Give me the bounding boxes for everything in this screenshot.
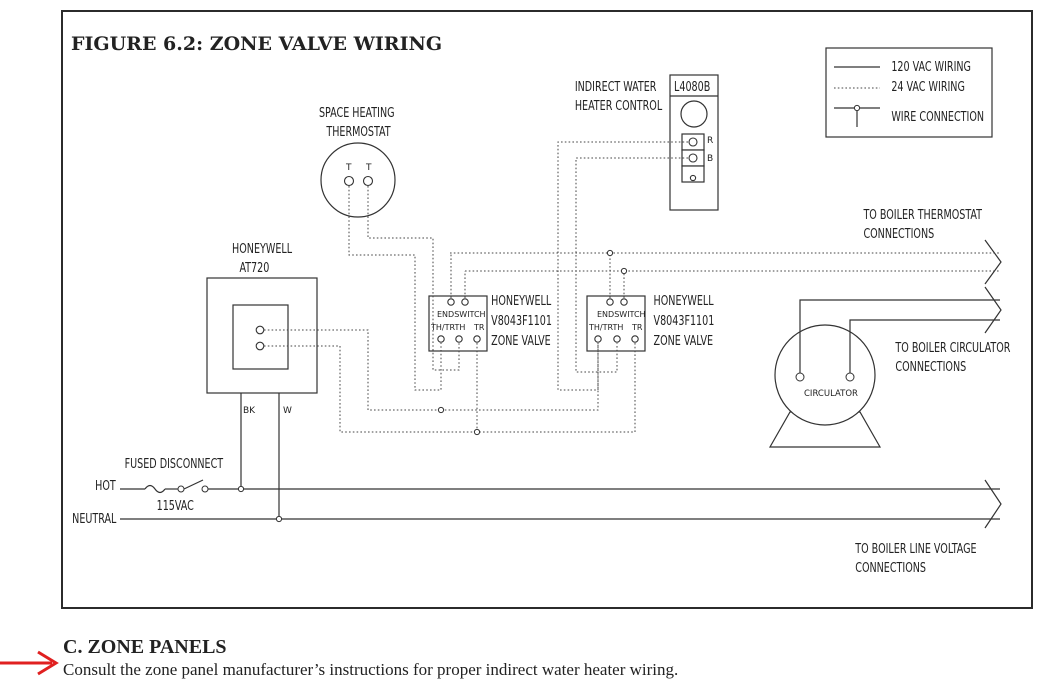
boiler-thermostat-label-1: TO BOILER THERMOSTAT [863, 207, 983, 222]
at720-bk-label: BK [243, 406, 256, 416]
terminal-screw-icon [255, 325, 265, 335]
valve1-tr-label: TR [473, 323, 485, 332]
thermostat-terminal-t2-label: T [365, 163, 372, 173]
wire-connection-symbol [853, 104, 861, 112]
at720-label-2: AT720 [239, 260, 269, 275]
valve2-endswitch-label: ENDSWITCH [597, 310, 646, 319]
terminal-screw-icon [845, 372, 855, 382]
terminal-screw-icon [362, 175, 374, 187]
zone-valve-1: ENDSWITCH TH/TRTH TR HONEYWELL V8043F110… [428, 293, 552, 352]
valve1-label-1: HONEYWELL [491, 293, 551, 308]
valve1-label-3: ZONE VALVE [491, 333, 551, 348]
figure-title: FIGURE 6.2: ZONE VALVE WIRING [71, 33, 442, 55]
boiler-thermostat-connections: TO BOILER THERMOSTAT CONNECTIONS [450, 207, 1002, 285]
indirect-label-1: INDIRECT WATER [575, 79, 657, 94]
legend: 120 VAC WIRING 24 VAC WIRING WIRE CONNEC… [825, 47, 993, 138]
line-voltage-label-2: CONNECTIONS [855, 560, 926, 575]
boiler-thermostat-label-2: CONNECTIONS [863, 226, 934, 241]
circulator-label: CIRCULATOR [804, 389, 858, 399]
terminal-screw-icon [594, 335, 602, 343]
fused-disconnect-label: FUSED DISCONNECT [125, 456, 224, 471]
line-voltage: FUSED DISCONNECT HOT NEUTRAL 115VAC TO B… [72, 393, 1002, 575]
valve2-label-3: ZONE VALVE [654, 333, 714, 348]
space-heating-thermostat: SPACE HEATING THERMOSTAT T T [319, 105, 396, 218]
zone-valve-wiring-diagram: FIGURE 6.2: ZONE VALVE WIRING 120 VAC WI… [61, 10, 1033, 609]
terminal-screw-icon [473, 335, 481, 343]
legend-24vac: 24 VAC WIRING [891, 79, 965, 94]
thermostat-label-2: THERMOSTAT [325, 124, 391, 139]
wire-junction [437, 406, 445, 414]
valve1-endswitch-label: ENDSWITCH [437, 310, 486, 319]
terminal-screw-icon [255, 341, 265, 351]
valve2-label-1: HONEYWELL [654, 293, 714, 308]
honeywell-at720-transformer: HONEYWELL AT720 BK W [206, 241, 318, 416]
figure-frame [61, 10, 1033, 609]
thermostat-terminal-t1-label: T [345, 163, 352, 173]
valve2-thtr-label: TH/TRTH [588, 323, 623, 332]
terminal-screw-icon [620, 298, 628, 306]
terminal-screw-icon [688, 137, 698, 147]
wire-junction [620, 267, 628, 275]
indirect-water-heater-control: INDIRECT WATER HEATER CONTROL L4080B R B [575, 74, 719, 211]
indirect-label-2: HEATER CONTROL [575, 98, 662, 113]
boiler-circulator-label-2: CONNECTIONS [895, 359, 966, 374]
valve2-label-2: V8043F1101 [654, 313, 715, 328]
red-arrow-icon [0, 650, 59, 676]
zone-valve-2: ENDSWITCH TH/TRTH TR HONEYWELL V8043F110… [586, 293, 715, 352]
arrowhead-icon [984, 286, 1002, 334]
terminal-screw-icon [795, 372, 805, 382]
legend-wire-connection: WIRE CONNECTION [891, 109, 984, 124]
at720-w-label: W [283, 406, 292, 416]
terminal-screw-icon [613, 335, 621, 343]
terminal-screw-icon [631, 335, 639, 343]
fuse-icon [144, 484, 166, 494]
terminal-screw-icon [461, 298, 469, 306]
valve1-label-2: V8043F1101 [491, 313, 552, 328]
wire-junction [473, 428, 481, 436]
thermostat-label-1: SPACE HEATING [319, 105, 395, 120]
switch-icon [183, 479, 204, 490]
terminal-screw-icon [606, 298, 614, 306]
circulator-pump: CIRCULATOR TO BOILER CIRCULATOR CONNECTI… [768, 286, 1011, 448]
wire-junction [606, 249, 614, 257]
indirect-terminal-r: R [707, 136, 713, 146]
terminal-screw-icon [688, 153, 698, 163]
legend-120vac: 120 VAC WIRING [891, 59, 971, 74]
terminal-screw-icon [455, 335, 463, 343]
indirect-terminal-b: B [707, 154, 713, 164]
section-body: Consult the zone panel manufacturer’s in… [63, 660, 679, 679]
terminal-screw-icon [437, 335, 445, 343]
arrowhead-icon [984, 239, 1002, 285]
indirect-model-label: L4080B [674, 79, 710, 94]
terminal-screw-icon [343, 175, 355, 187]
hot-label: HOT [95, 478, 116, 493]
boiler-circulator-label-1: TO BOILER CIRCULATOR [895, 340, 1011, 355]
terminal-screw-icon [689, 174, 697, 182]
terminal-screw-icon [447, 298, 455, 306]
valve2-tr-label: TR [631, 323, 643, 332]
at720-label-1: HONEYWELL [232, 241, 292, 256]
neutral-label: NEUTRAL [72, 511, 116, 526]
voltage-label: 115VAC [157, 498, 194, 513]
line-voltage-label-1: TO BOILER LINE VOLTAGE [854, 541, 976, 556]
arrowhead-icon [984, 479, 1002, 529]
section-heading: C. ZONE PANELS [63, 636, 227, 658]
valve1-thtr-label: TH/TRTH [430, 323, 465, 332]
